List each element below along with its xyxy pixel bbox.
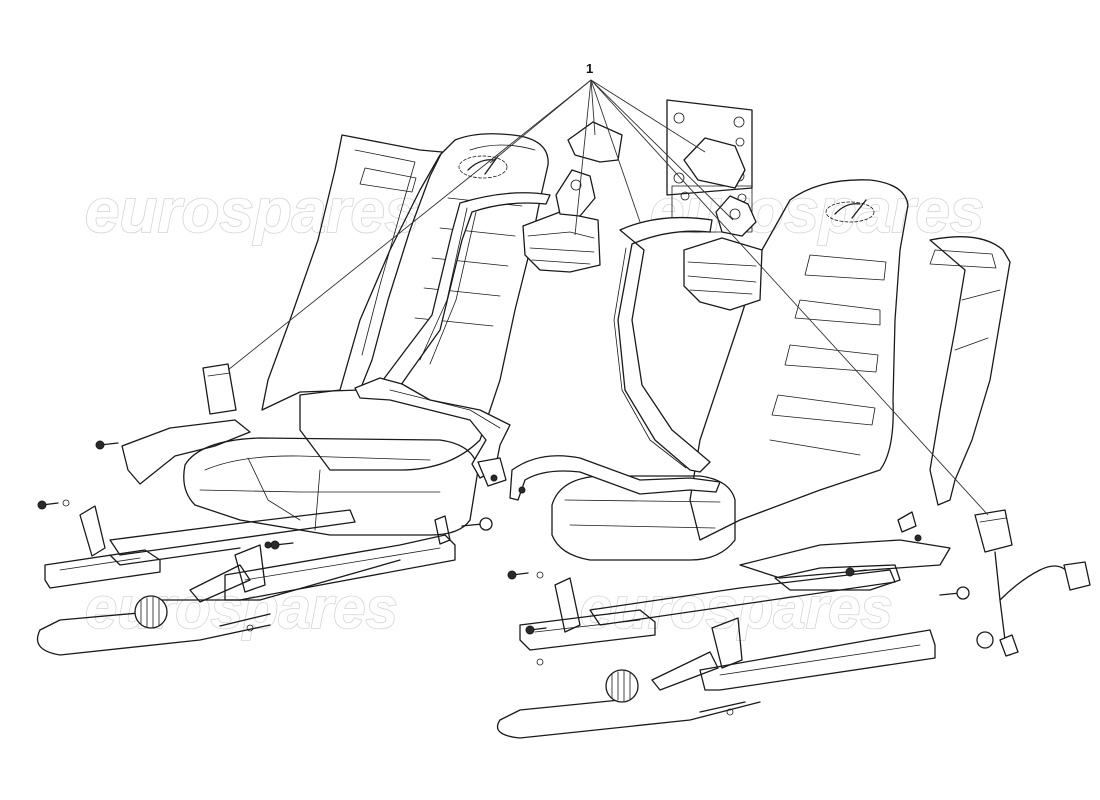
bolt-right-3 <box>845 567 867 577</box>
bolt-left-1 <box>95 440 119 450</box>
spacer-right-1 <box>897 511 917 533</box>
rails-right <box>496 564 936 739</box>
nut-right-2 <box>914 534 922 542</box>
callout-1-number: 1 <box>586 61 593 76</box>
rails-left <box>36 505 456 656</box>
nut-right-1 <box>536 658 544 666</box>
watermark-bottom-right: eurospares <box>580 576 893 641</box>
bolt-left-2 <box>37 500 59 510</box>
washer-right-1 <box>536 571 544 579</box>
bolt-right-2 <box>525 625 547 635</box>
right-seat <box>551 179 1011 579</box>
fasteners <box>37 440 970 666</box>
watermark-top-right: eurospares <box>650 177 984 246</box>
buckle-right <box>974 509 1091 657</box>
buckle-left <box>121 363 251 485</box>
belt-assembly-right <box>509 195 763 501</box>
bolt-right-1 <box>507 570 529 580</box>
bolt-left-3 <box>270 540 294 550</box>
trim-cover-right <box>683 137 746 189</box>
belt-assembly-left <box>354 169 601 487</box>
trim-cover-left <box>567 121 623 163</box>
callout-1: 1 <box>227 61 989 516</box>
bolt-left-4 <box>461 517 493 531</box>
nut-left-1 <box>264 541 272 549</box>
watermark-top-left: eurospares <box>85 177 419 246</box>
washer-left-1 <box>62 499 70 507</box>
bolt-right-4 <box>939 586 970 600</box>
callout-1-leaders <box>227 79 989 516</box>
